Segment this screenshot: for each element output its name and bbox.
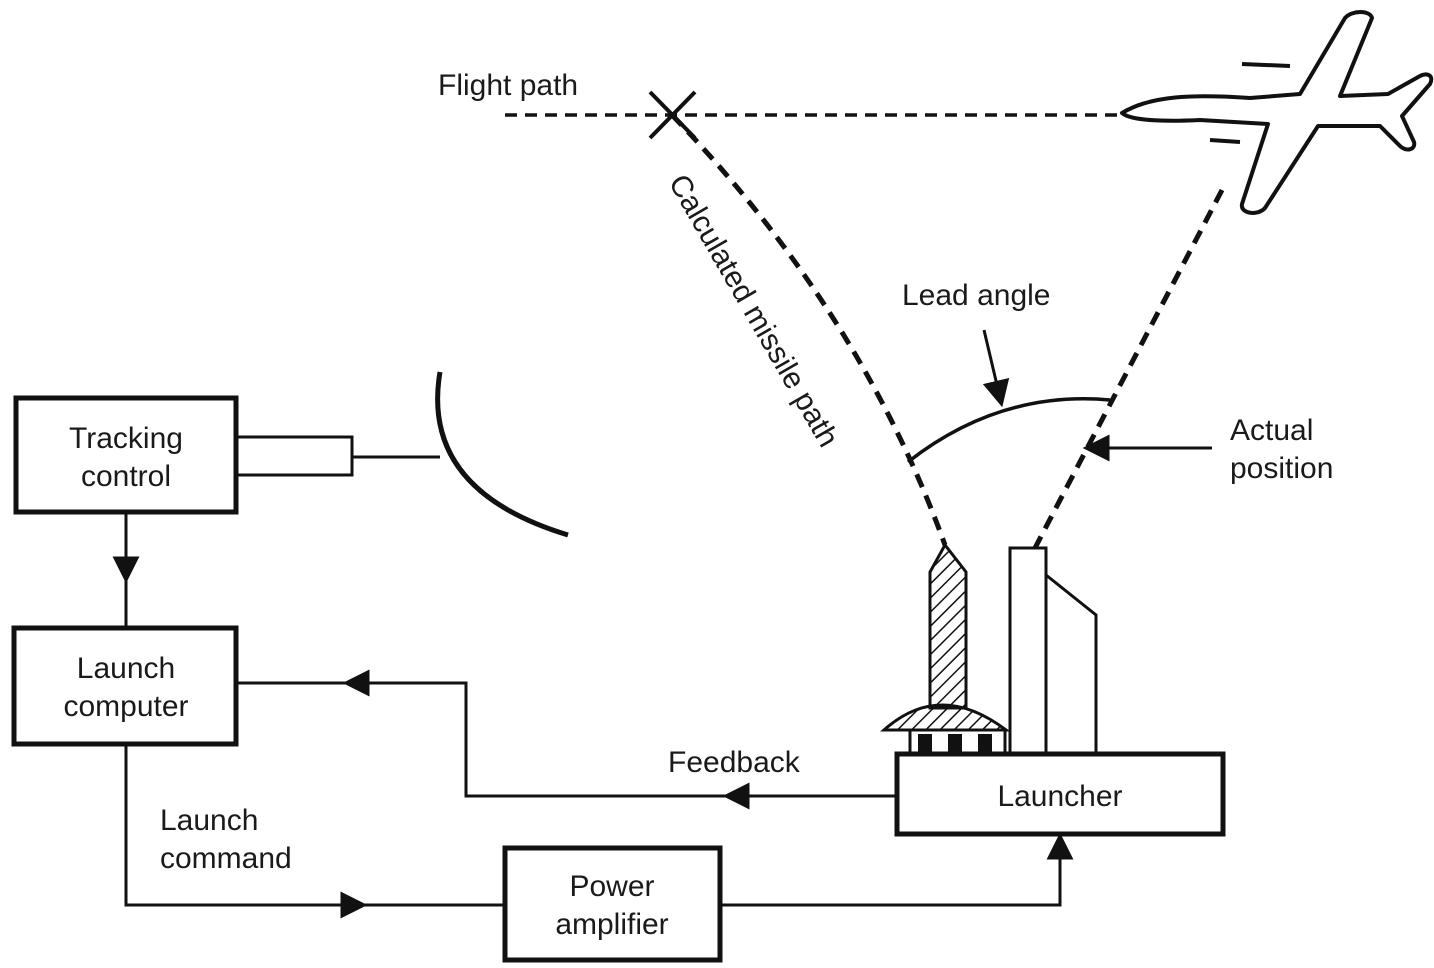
- lead-angle-pointer: [982, 329, 1010, 408]
- calculated-missile-path-label: Calculated missile path: [662, 169, 845, 453]
- lead-angle-arc: [906, 397, 1111, 464]
- power-amplifier-label-line2: amplifier: [555, 908, 668, 941]
- actual-position-label-line2: position: [1230, 452, 1333, 485]
- launch-computer-label-line2: computer: [63, 690, 188, 723]
- radar-mount: [234, 435, 354, 477]
- launcher-label: Launcher: [997, 780, 1122, 813]
- power-amplifier-block: [502, 845, 723, 963]
- launch-computer-label-line1: Launch: [77, 652, 175, 685]
- actual-position-label-line1: Actual: [1230, 414, 1313, 447]
- launch-command-line: [124, 744, 505, 907]
- actual-position-line: [1032, 188, 1225, 550]
- amplifier-to-launcher-line: [720, 836, 1062, 907]
- power-amplifier-label-line1: Power: [569, 870, 654, 903]
- radar-dish-icon: [435, 371, 569, 538]
- missile-icon: [880, 542, 1011, 756]
- calculated-missile-path-line: [670, 113, 948, 546]
- launcher-tower: [1008, 546, 1098, 756]
- tracking-control-label-line2: control: [81, 460, 171, 493]
- tracking-control-label-line1: Tracking: [69, 422, 183, 455]
- aircraft-icon: [1120, 10, 1434, 215]
- feedback-label: Feedback: [668, 746, 801, 779]
- tracking-control-block: [13, 395, 239, 515]
- feedback-line: [236, 681, 897, 798]
- lead-angle-label: Lead angle: [902, 279, 1050, 312]
- launcher-block: [894, 751, 1226, 837]
- flight-path-label: Flight path: [438, 69, 578, 102]
- launch-command-label-line2: command: [160, 842, 292, 875]
- launch-command-label-line1: Launch: [160, 804, 258, 837]
- launch-computer-block: [11, 625, 239, 747]
